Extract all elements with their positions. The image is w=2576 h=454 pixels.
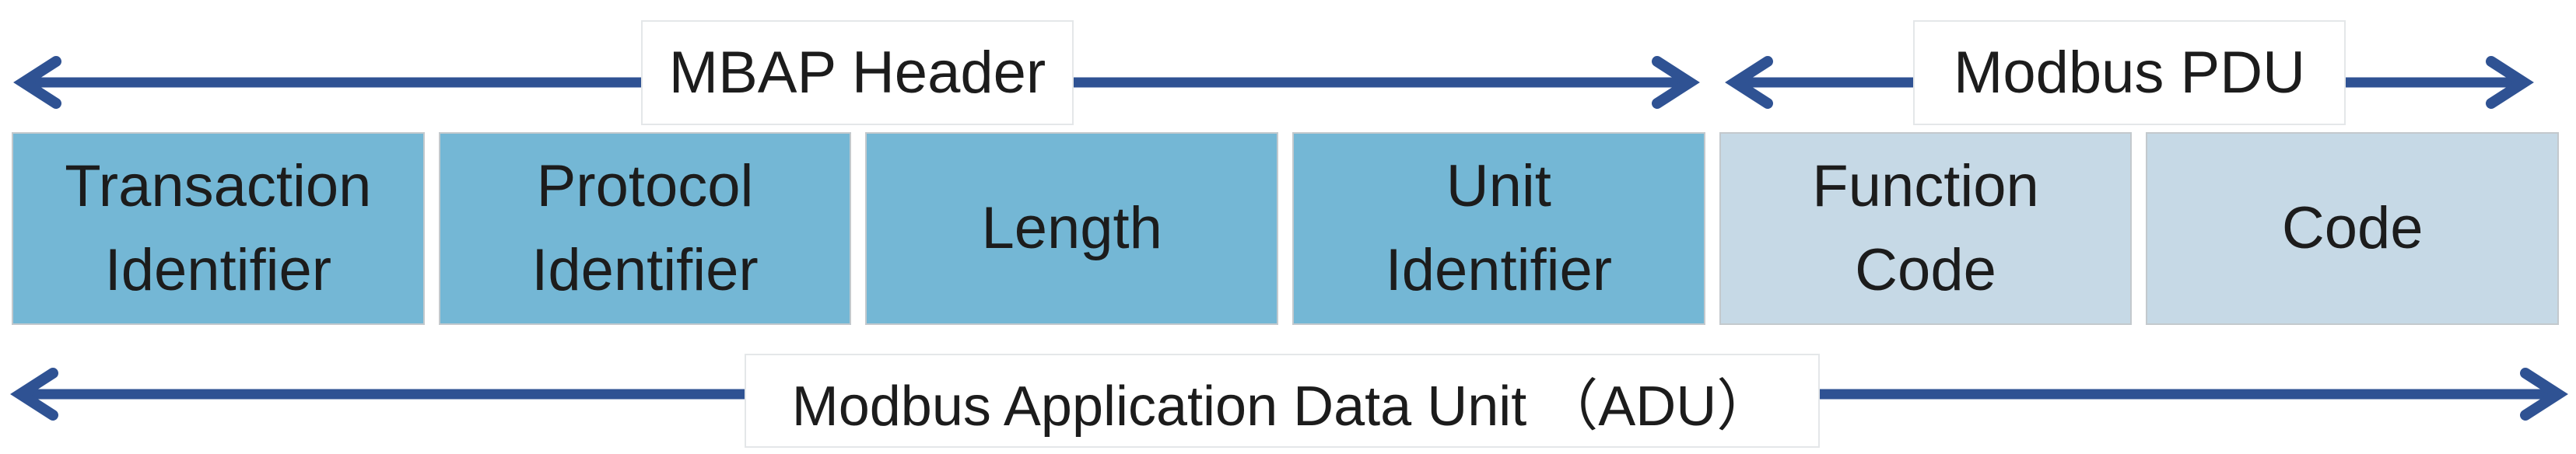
modbus-pdu-label: Modbus PDU	[1913, 20, 2346, 125]
frame-fields-row: Transaction Identifier Protocol Identifi…	[12, 132, 2560, 325]
mbap-header-label: MBAP Header	[641, 20, 1074, 125]
field-function-code: Function Code	[1719, 132, 2133, 325]
field-unit-identifier: Unit Identifier	[1292, 132, 1705, 325]
field-length: Length	[865, 132, 1279, 325]
field-code: Code	[2146, 132, 2560, 325]
field-protocol-identifier: Protocol Identifier	[438, 132, 852, 325]
modbus-adu-label: Modbus Application Data Unit （ADU）	[745, 354, 1820, 448]
field-transaction-identifier: Transaction Identifier	[12, 132, 425, 325]
